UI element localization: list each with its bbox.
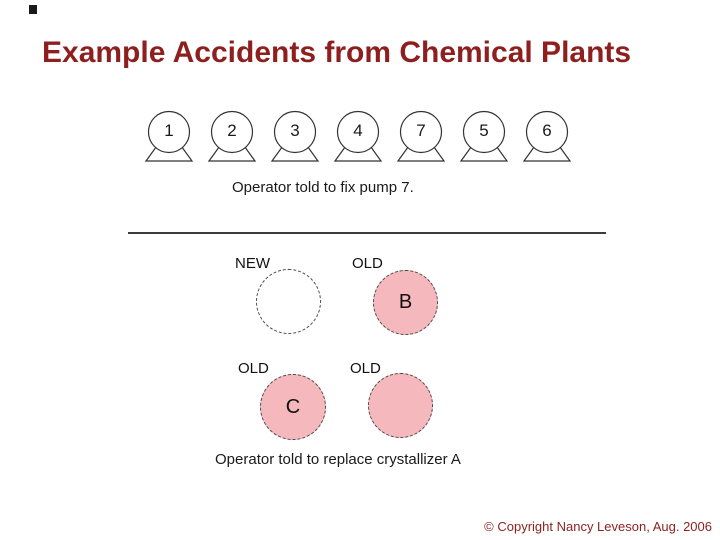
pump-caption: Operator told to fix pump 7. [232, 179, 414, 196]
pump-symbol-6: 6 [523, 109, 571, 163]
pump-number: 4 [353, 121, 363, 140]
corner-artifact-mark [29, 5, 37, 14]
pump-number: 5 [479, 121, 489, 140]
pump-icon [460, 110, 508, 162]
crystallizer-circle-plain [368, 373, 433, 438]
crystallizer-circle-new [256, 269, 321, 334]
crystallizer-label-old-b: OLD [352, 255, 383, 272]
crystallizer-caption: Operator told to replace crystallizer A [215, 451, 461, 468]
pump-icon [271, 110, 319, 162]
crystallizer-letter: C [285, 395, 301, 418]
crystallizer-letter: B [398, 291, 413, 313]
pump-symbol-3: 3 [271, 109, 319, 163]
crystallizer-circle-c: C [260, 374, 326, 440]
crystallizer-label-old-c: OLD [238, 360, 269, 377]
pump-number: 6 [542, 121, 552, 140]
pump-number: 1 [164, 121, 174, 140]
pump-number: 3 [290, 121, 300, 140]
crystallizer-circle-b: B [373, 270, 438, 335]
pump-icon [397, 110, 445, 162]
crystallizer-label-old-plain: OLD [350, 360, 381, 377]
pump-number: 7 [416, 121, 426, 140]
divider-line [128, 232, 606, 234]
pump-symbol-2: 2 [208, 109, 256, 163]
pump-icon [208, 110, 256, 162]
pump-number: 2 [227, 121, 237, 140]
pump-symbol-1: 1 [145, 109, 193, 163]
crystallizer-label-new: NEW [235, 255, 270, 272]
pump-icon [145, 110, 193, 162]
pump-icon [523, 110, 571, 162]
pump-symbol-4: 4 [334, 109, 382, 163]
slide-title: Example Accidents from Chemical Plants [42, 36, 632, 69]
pump-symbol-5: 5 [460, 109, 508, 163]
copyright-notice: © Copyright Nancy Leveson, Aug. 2006 [484, 519, 712, 534]
pump-symbol-7: 7 [397, 109, 445, 163]
pump-icon [334, 110, 382, 162]
